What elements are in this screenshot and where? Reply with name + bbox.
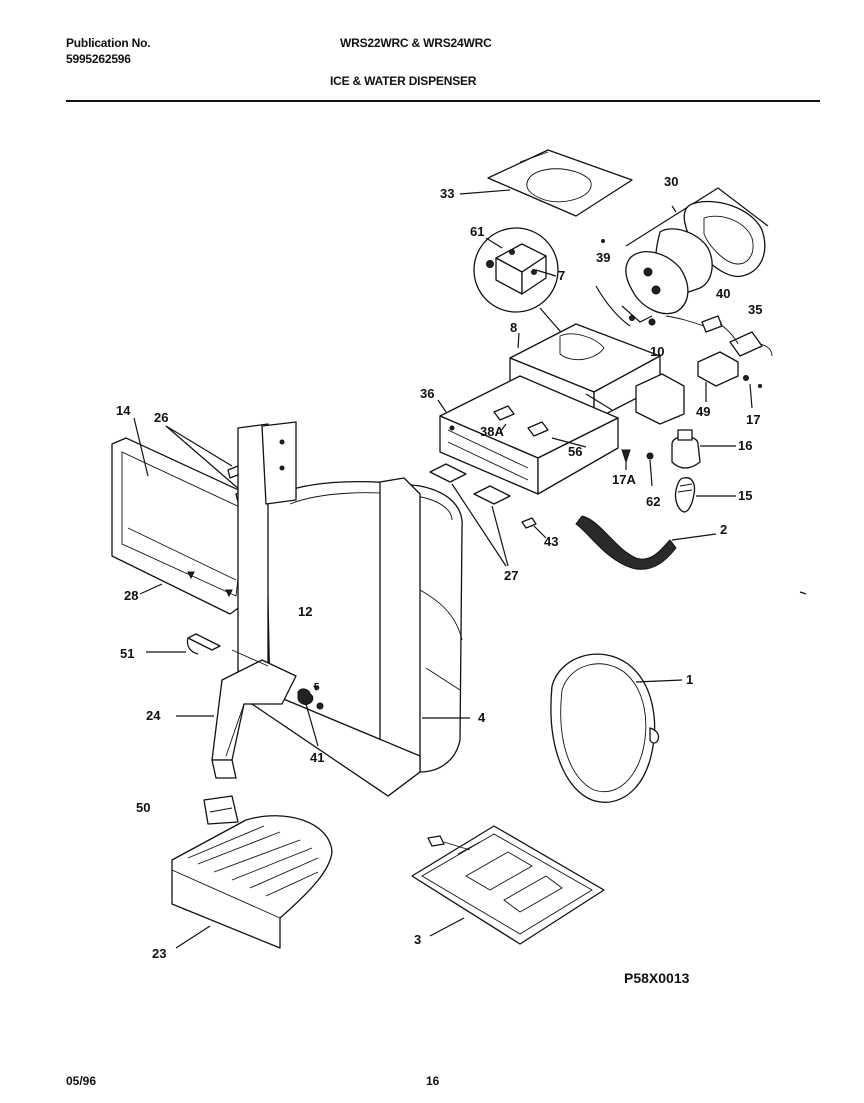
callout-61: 61: [470, 224, 484, 239]
callout-1: 1: [686, 672, 693, 687]
callout-23: 23: [152, 946, 166, 961]
margin-tick: [799, 591, 807, 595]
callout-14: 14: [116, 403, 131, 418]
callout-5: 5: [314, 682, 320, 693]
callout-62: 62: [646, 494, 660, 509]
callout-27: 27: [504, 568, 518, 583]
callout-24: 24: [146, 708, 161, 723]
callout-4: 4: [478, 710, 486, 725]
callout-17a: 17A: [612, 472, 636, 487]
callout-38a: 38A: [480, 424, 504, 439]
model-numbers: WRS22WRC & WRS24WRC: [340, 36, 492, 50]
callout-35: 35: [748, 302, 762, 317]
part-30-chute-flap: [625, 187, 769, 315]
callout-2: 2: [720, 522, 727, 537]
callout-41: 41: [310, 750, 324, 765]
callout-43: 43: [544, 534, 558, 549]
callout-50: 50: [136, 800, 150, 815]
callout-51: 51: [120, 646, 134, 661]
part-8-36-housing: [437, 323, 685, 495]
part-41-5-spring: [297, 685, 324, 747]
callout-33: 33: [440, 186, 454, 201]
footer-date: 05/96: [66, 1074, 97, 1088]
page-number: 16: [426, 1074, 440, 1088]
callout-7: 7: [558, 268, 565, 283]
part-24-actuator-arm: [176, 649, 297, 779]
part-17a-62-screws: [621, 449, 654, 487]
part-7-61-detail-circle: [473, 227, 567, 339]
part-4-dispenser-housing: [237, 421, 470, 797]
callout-15: 15: [738, 488, 752, 503]
publication-label: Publication No.: [66, 36, 151, 50]
callout-39: 39: [596, 250, 610, 265]
callout-26: 26: [154, 410, 168, 425]
callout-17: 17: [746, 412, 760, 427]
diagram-code: P58X0013: [624, 970, 690, 986]
part-51-bracket: [146, 633, 221, 655]
part-50-plate: [203, 795, 239, 825]
part-23-drip-tray: [171, 815, 333, 949]
callout-16: 16: [738, 438, 752, 453]
callout-49: 49: [696, 404, 710, 419]
part-33-cover-plate: [459, 149, 633, 217]
part-16-15-lamp: [671, 429, 736, 513]
part-2-seal: [575, 515, 717, 570]
part-49-17-switch: [697, 351, 762, 409]
callout-3: 3: [414, 932, 421, 947]
publication-number: 5995262596: [66, 52, 131, 66]
header-rule: [66, 100, 820, 102]
callout-30: 30: [664, 174, 678, 189]
part-43-27-clips: [429, 463, 547, 567]
section-title: ICE & WATER DISPENSER: [330, 74, 477, 88]
part-39-40-35-solenoid: [595, 239, 773, 357]
callout-36: 36: [420, 386, 434, 401]
part-14-28-front-panel: [111, 417, 257, 615]
part-1-water-tube: [550, 653, 683, 803]
callout-28: 28: [124, 588, 138, 603]
callout-10: 10: [650, 344, 664, 359]
part-3-heater: [411, 825, 605, 945]
callout-12: 12: [298, 604, 312, 619]
callout-56: 56: [568, 444, 582, 459]
callout-8: 8: [510, 320, 517, 335]
callout-40: 40: [716, 286, 730, 301]
